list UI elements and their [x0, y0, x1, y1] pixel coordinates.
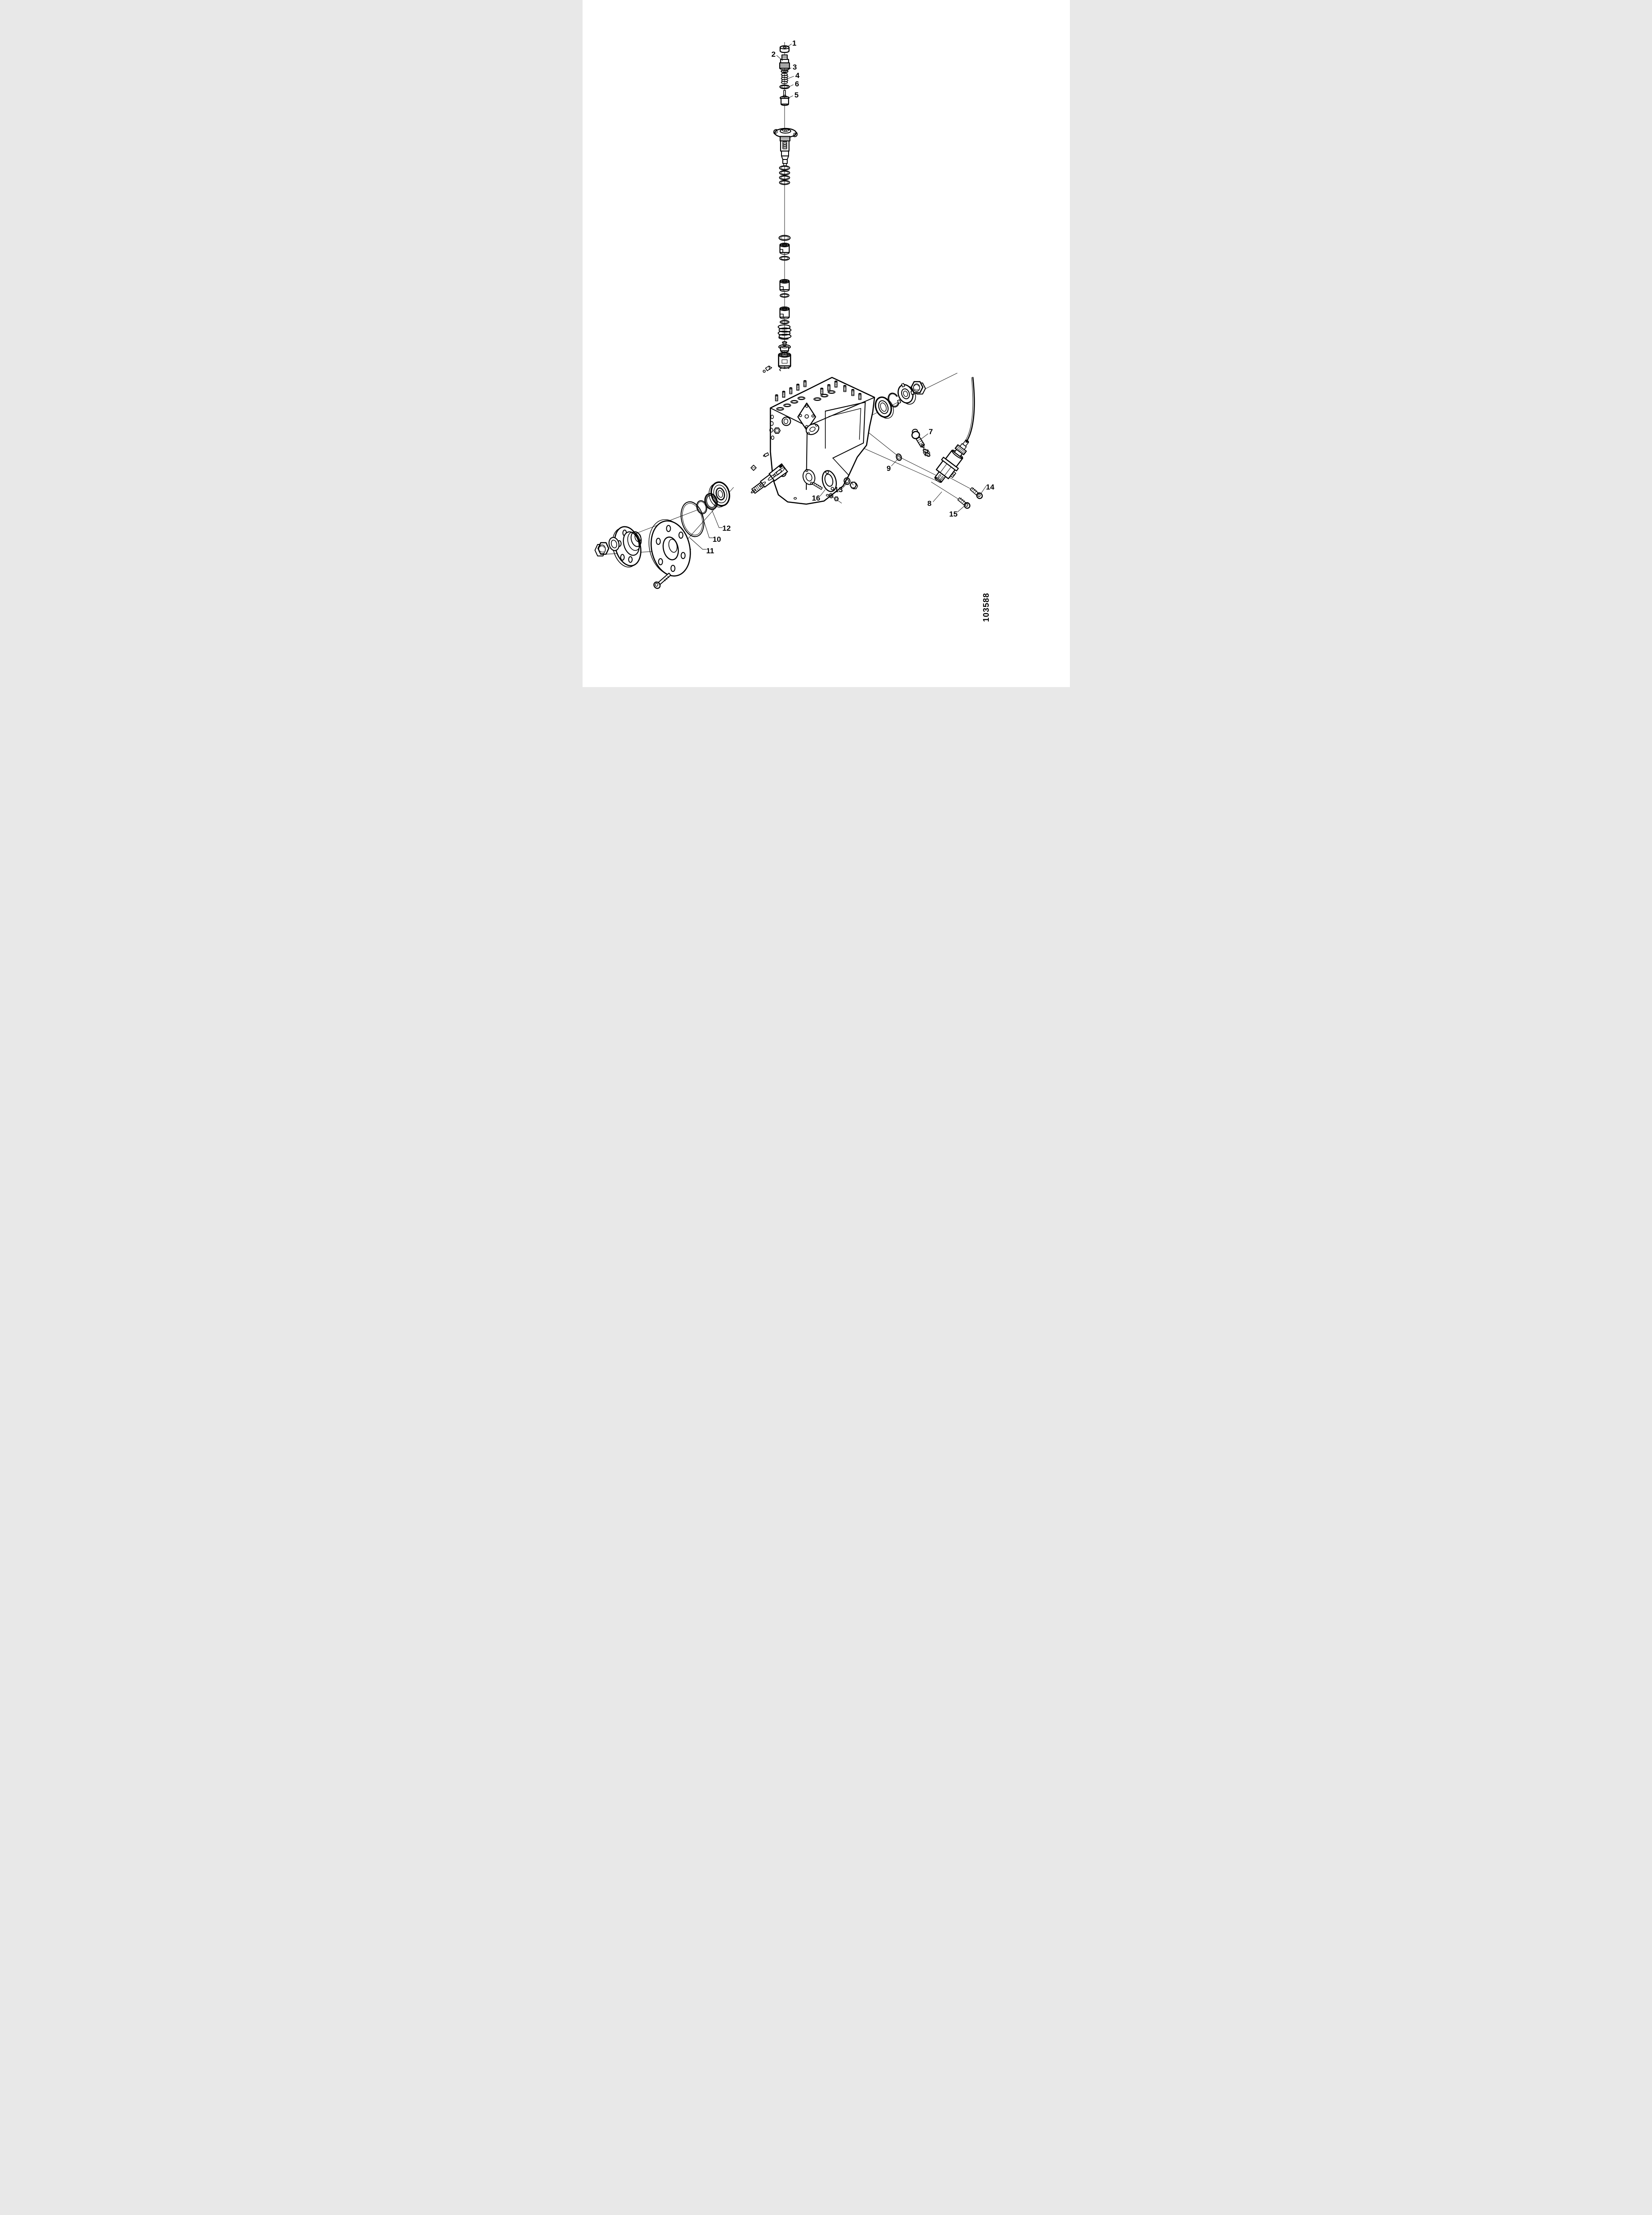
callout-label-11: 11 — [706, 547, 714, 555]
callout-label-6: 6 — [795, 80, 799, 88]
callout-label-16: 16 — [812, 494, 820, 502]
figure-code: 103588 — [982, 593, 991, 622]
callout-leader-8 — [933, 491, 942, 502]
bearing-rear — [875, 396, 894, 419]
callout-label-2: 2 — [771, 50, 775, 58]
roller-tappet — [777, 352, 791, 369]
drive-end-chain — [594, 481, 730, 589]
callout-label-10: 10 — [712, 535, 721, 544]
pump-housing — [750, 377, 875, 505]
coupling-chain — [875, 381, 926, 419]
hub-bolt — [653, 572, 671, 589]
callout-leader-5 — [787, 95, 793, 99]
bleed-screw — [762, 365, 772, 373]
callout-leader-6 — [789, 84, 793, 87]
callout-label-13: 13 — [834, 486, 843, 494]
callout-leader-14 — [981, 486, 986, 494]
shaft-nut-front — [594, 542, 609, 556]
control-sleeve — [779, 279, 790, 298]
spring-seat-upper — [778, 235, 791, 261]
callout-leader-10 — [701, 513, 713, 538]
callout-leader-2 — [776, 55, 783, 61]
drive-hub — [612, 526, 642, 567]
oring-9 — [895, 453, 902, 461]
right-fasteners — [895, 428, 983, 509]
valve-cap — [922, 448, 930, 457]
callout-label-3: 3 — [793, 63, 797, 71]
part-delivery-valve — [779, 90, 789, 106]
part-valve-spring — [781, 73, 788, 84]
valve-plunger-stack — [762, 45, 797, 373]
callout-leader-9 — [891, 459, 897, 466]
solenoid-cable — [965, 377, 975, 443]
spring-seat-lower — [779, 306, 790, 324]
callout-leader-12 — [711, 509, 723, 528]
callout-label-8: 8 — [927, 499, 931, 508]
callout-leader-3 — [785, 67, 791, 72]
callout-leader-4 — [787, 76, 794, 79]
callout-label-15: 15 — [949, 510, 957, 518]
mount-flange — [805, 423, 819, 435]
callout-label-1: 1 — [792, 39, 796, 47]
callout-label-14: 14 — [986, 483, 994, 491]
shaft-nut — [910, 381, 926, 395]
callout-leader-15 — [957, 506, 964, 513]
side-cover-plate — [797, 402, 816, 431]
callout-label-5: 5 — [794, 91, 798, 99]
screw-15 — [957, 497, 970, 509]
port-flange — [802, 469, 815, 485]
plunger-foot — [778, 341, 791, 353]
hub-washer — [608, 537, 619, 551]
callout-leader-11 — [689, 537, 706, 550]
coupling-hub — [897, 383, 916, 405]
camshaft — [750, 463, 788, 494]
callout-label-7: 7 — [929, 427, 933, 436]
part-cap-nut — [779, 45, 789, 53]
screw-14 — [969, 487, 983, 499]
retainer-half-ring — [779, 367, 789, 371]
callout-label-12: 12 — [722, 524, 731, 532]
plug-13-group — [843, 477, 858, 490]
large-ring-11 — [680, 501, 704, 537]
woodruff-key — [778, 465, 783, 468]
banjo-bolt-7 — [911, 428, 925, 448]
barrel-flange — [773, 128, 797, 138]
plunger-spring — [777, 324, 791, 340]
callout-leader-1 — [784, 43, 792, 49]
gasket-16-group — [812, 470, 839, 501]
plunger-barrel — [779, 136, 790, 166]
snap-ring — [887, 392, 899, 408]
solenoid-assembly — [934, 377, 975, 483]
drive-flange-disc — [648, 519, 691, 577]
callout-leader-7 — [920, 433, 928, 440]
callout-leader-13 — [843, 483, 847, 488]
callout-label-9: 9 — [886, 464, 890, 473]
callout-leader-16 — [820, 489, 825, 497]
callout-label-4: 4 — [795, 71, 800, 80]
part-valve-holder — [779, 54, 790, 70]
